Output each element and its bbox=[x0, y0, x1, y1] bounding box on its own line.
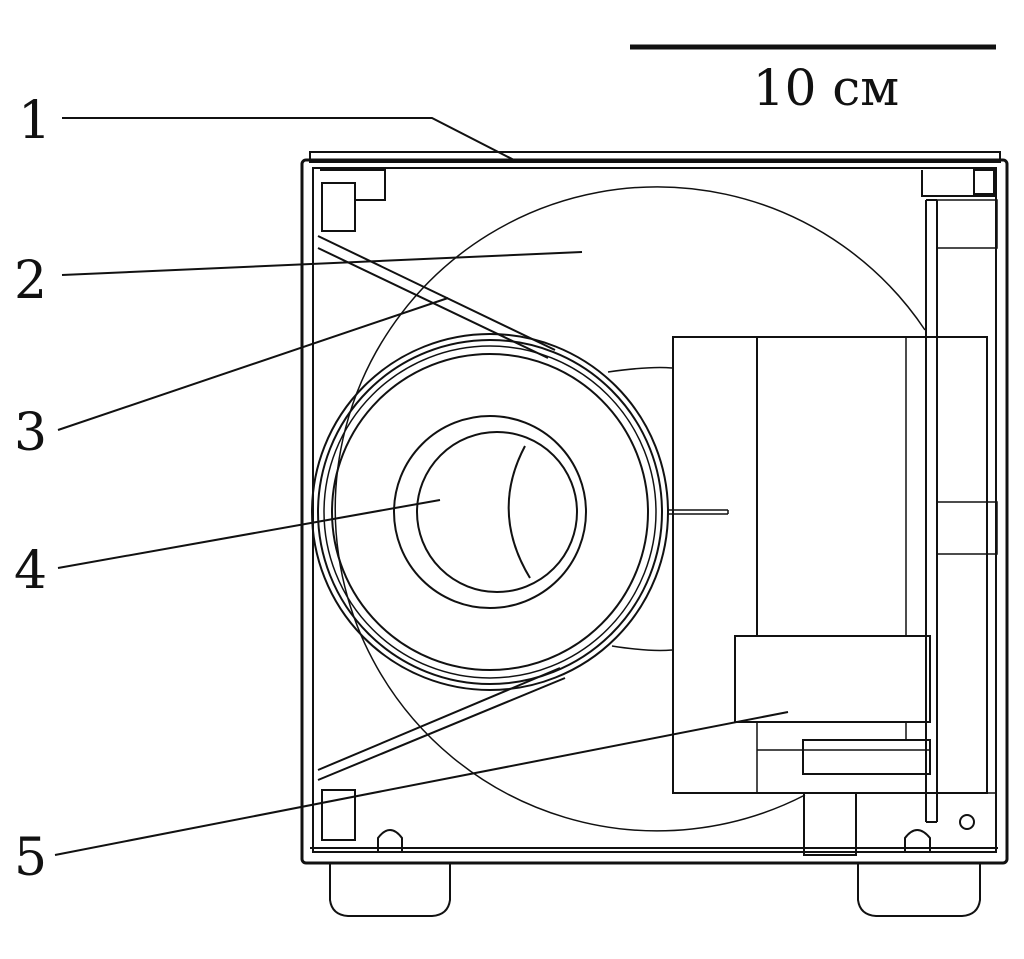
housing-outer-wall bbox=[300, 158, 1009, 865]
belt-lower-inner bbox=[317, 677, 566, 781]
right-guide bbox=[925, 199, 998, 823]
small-hole bbox=[959, 814, 975, 830]
left-foot bbox=[329, 864, 451, 917]
large-disk bbox=[334, 186, 926, 832]
large-disk-outline bbox=[334, 186, 926, 832]
callout-1: 1 bbox=[18, 91, 51, 151]
callout-5: 5 bbox=[14, 828, 47, 888]
left-screw-bump bbox=[377, 829, 403, 852]
roll-face bbox=[331, 353, 649, 671]
callout-2: 2 bbox=[14, 251, 47, 311]
leader-5 bbox=[54, 711, 789, 856]
roll-outer-ring-1 bbox=[311, 333, 669, 691]
motor-block bbox=[672, 336, 988, 856]
belt-lower-outer bbox=[317, 667, 561, 771]
housing bbox=[300, 151, 1009, 865]
top-right-block bbox=[973, 169, 995, 195]
top-left-bracket bbox=[320, 169, 386, 201]
roll-assembly bbox=[311, 333, 729, 691]
top-right-bracket bbox=[921, 170, 996, 197]
leader-lines bbox=[54, 117, 789, 856]
belt bbox=[317, 235, 566, 781]
scale-bar: 10 см bbox=[630, 44, 996, 117]
callout-3: 3 bbox=[14, 403, 47, 463]
leader-2 bbox=[61, 251, 583, 276]
right-foot bbox=[857, 864, 981, 917]
roll-hub-inner bbox=[416, 431, 578, 593]
roll-hub-outer bbox=[393, 415, 587, 609]
guide-upper-panel bbox=[936, 199, 998, 249]
right-screw-bump bbox=[904, 829, 931, 852]
leader-1 bbox=[62, 117, 515, 161]
roll-outer-ring-3 bbox=[323, 345, 657, 679]
roll-hub-bore-arc bbox=[507, 445, 531, 579]
callout-4: 4 bbox=[14, 541, 47, 601]
belt-upper-outer bbox=[317, 235, 556, 351]
housing-lid bbox=[309, 151, 1001, 163]
support-post bbox=[803, 792, 857, 856]
callout-labels: 1 2 3 4 5 bbox=[14, 91, 51, 888]
bottom-left-block bbox=[321, 789, 356, 841]
guide-mid-panel bbox=[936, 501, 998, 555]
roll-outer-ring-2 bbox=[317, 339, 663, 685]
feet bbox=[329, 864, 981, 917]
scale-bar-label: 10 см bbox=[753, 59, 899, 117]
drum-back-arc-top bbox=[607, 366, 673, 373]
gearbox bbox=[734, 635, 931, 723]
output-shaft bbox=[802, 739, 931, 775]
leader-4 bbox=[57, 499, 441, 569]
top-left-block bbox=[321, 182, 356, 232]
leader-3 bbox=[57, 297, 449, 431]
drum-back-arc-bottom bbox=[611, 645, 673, 652]
